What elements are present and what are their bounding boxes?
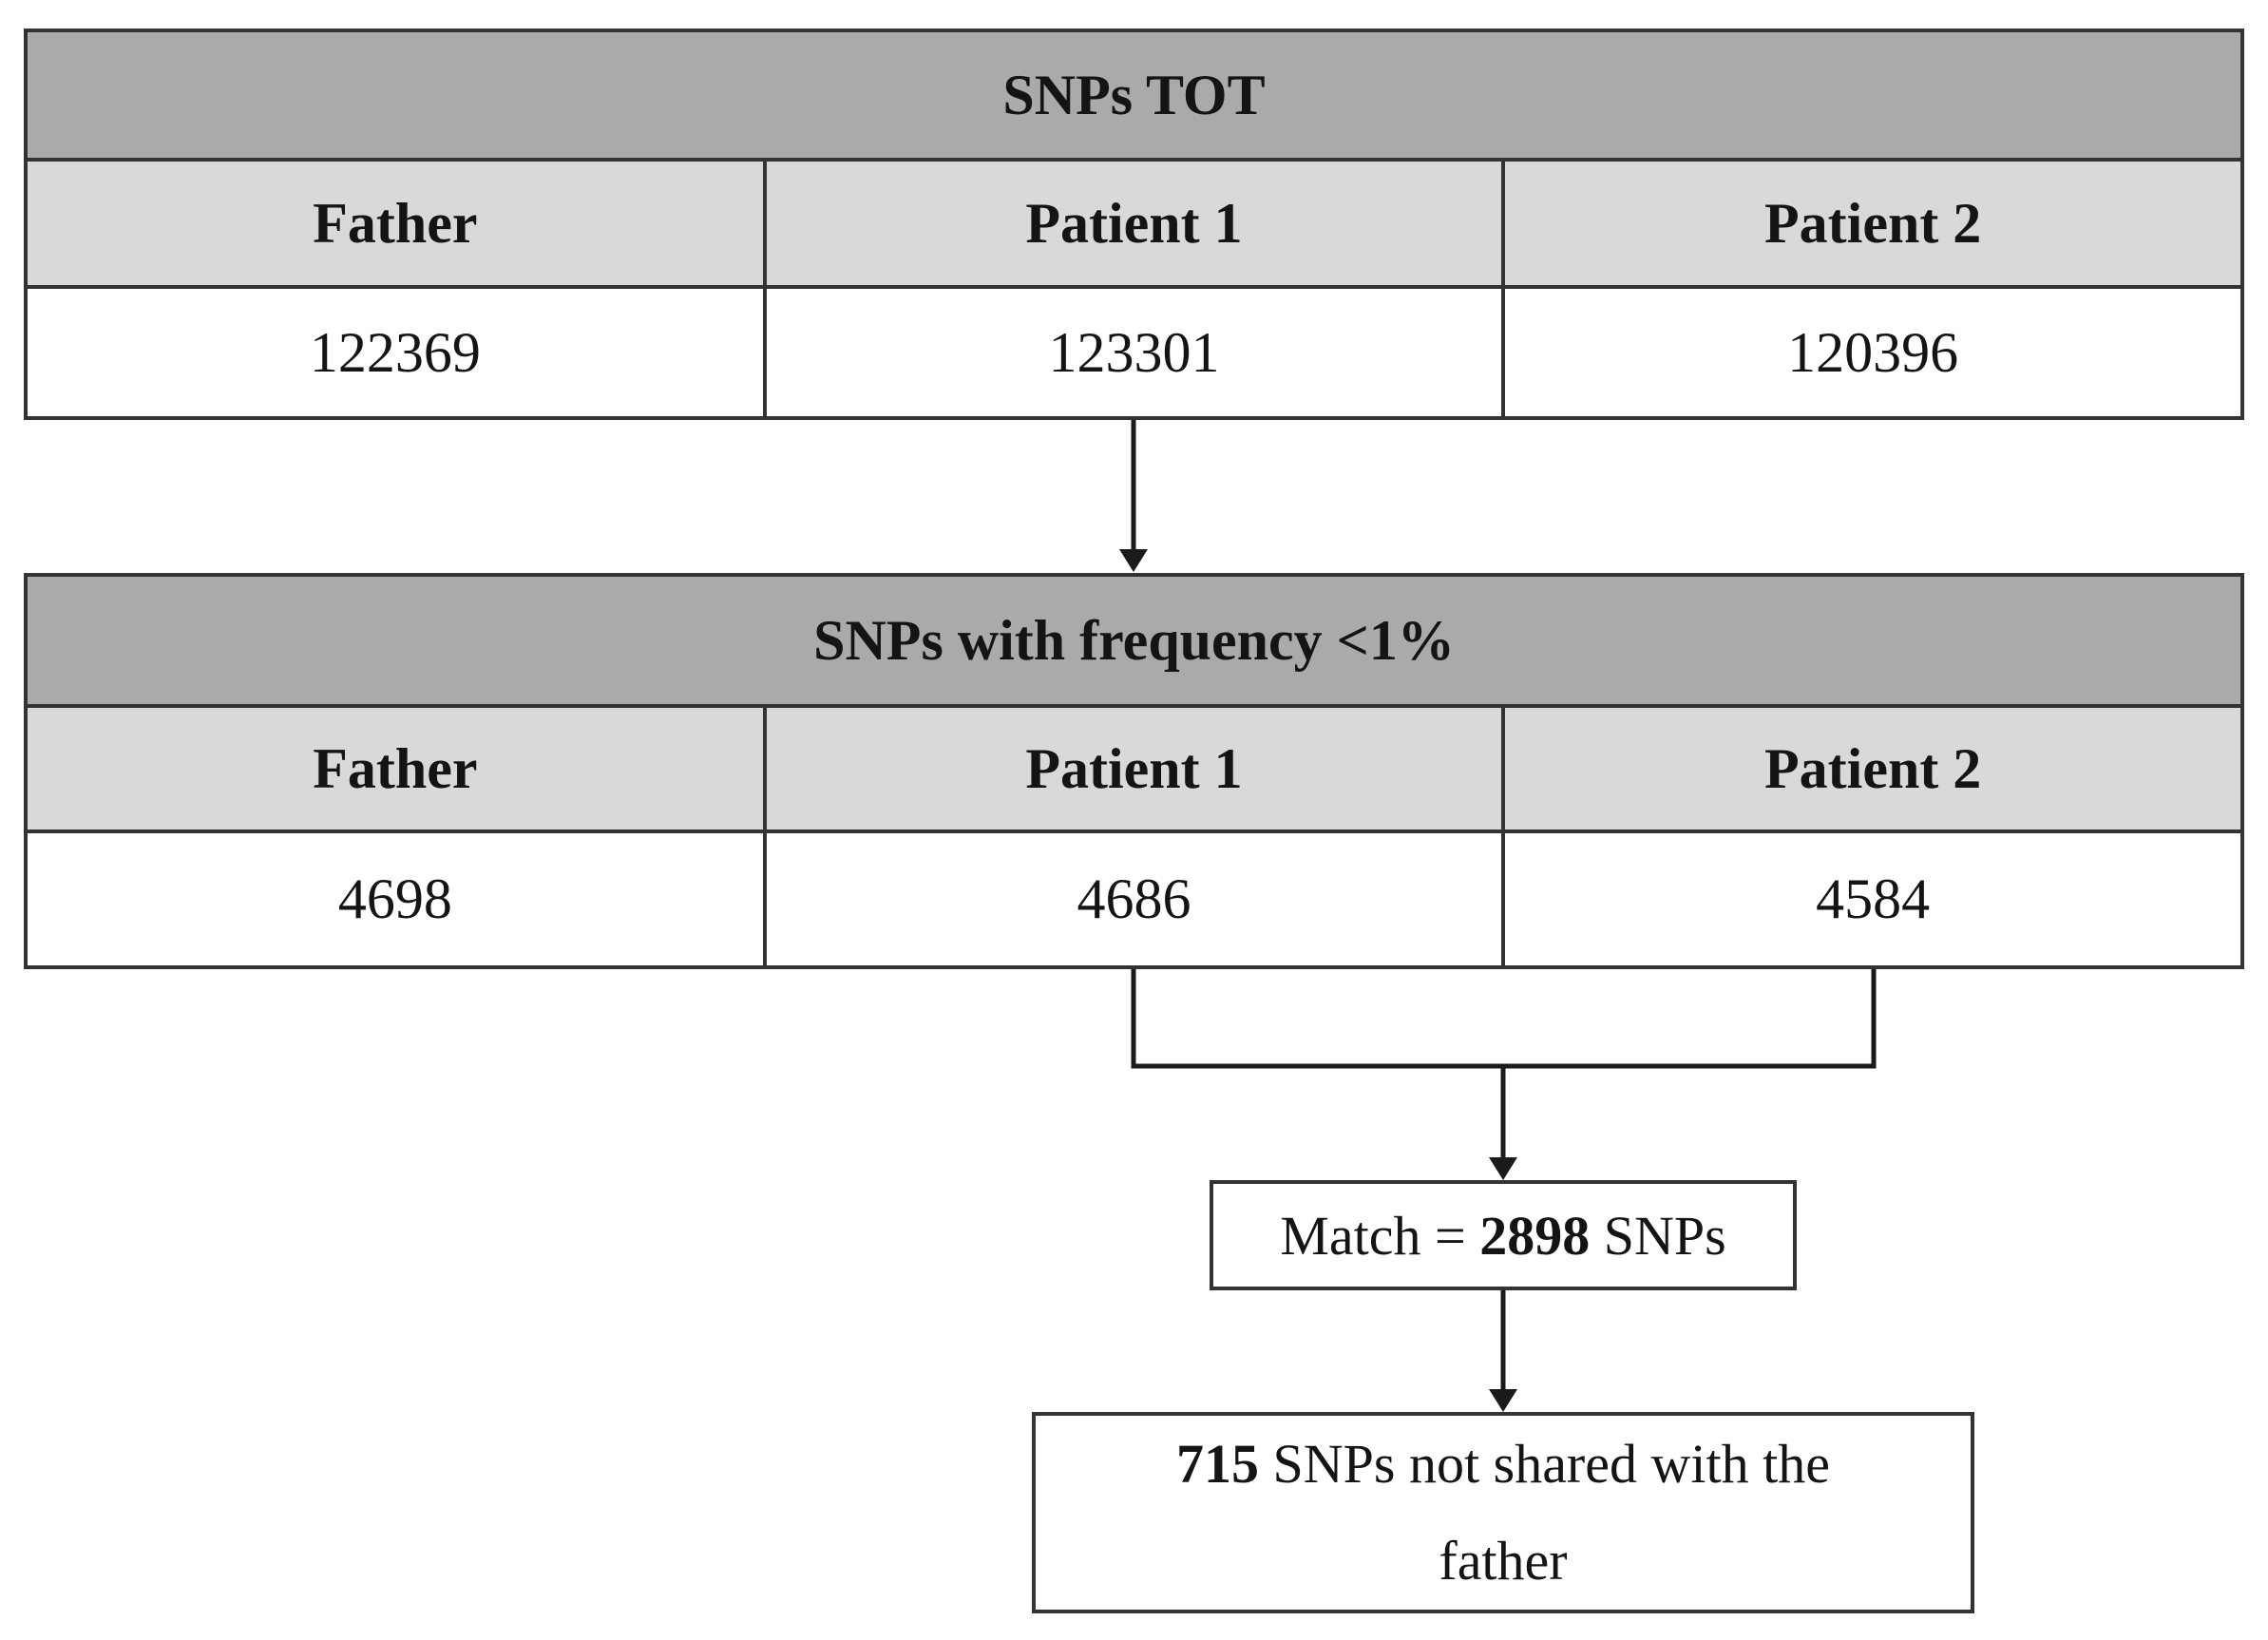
merge-arrow-head-icon [1489, 1157, 1517, 1180]
value-father-total: 122369 [28, 289, 763, 416]
match-count: 2898 [1479, 1204, 1591, 1267]
snps-low-frequency-table: SNPs with frequency <1% Father Patient 1… [24, 573, 2244, 969]
match-box-text: Match = 2898 SNPs [1280, 1204, 1725, 1268]
column-header-patient-2: Patient 2 [1505, 162, 2240, 285]
value-patient-1-total: 123301 [766, 289, 1502, 416]
column-header-father: Father [28, 708, 763, 830]
value-patient-1-low-freq: 4686 [766, 833, 1502, 965]
snps-low-frequency-table-title: SNPs with frequency <1% [28, 577, 2240, 704]
result-box-line-2: father [1439, 1530, 1568, 1592]
result-count: 715 [1176, 1433, 1260, 1495]
result-text: SNPs not shared with the [1259, 1433, 1830, 1495]
column-header-patient-1: Patient 1 [766, 162, 1502, 285]
snps-tot-table: SNPs TOT Father Patient 1 Patient 2 1223… [24, 29, 2244, 420]
value-father-low-freq: 4698 [28, 833, 763, 965]
snps-tot-table-title: SNPs TOT [28, 32, 2240, 158]
match-unit: SNPs [1590, 1204, 1726, 1267]
result-arrow-head-icon [1489, 1389, 1517, 1412]
merge-bracket [1131, 969, 1877, 1069]
value-patient-2-low-freq: 4584 [1505, 833, 2240, 965]
result-box: 715 SNPs not shared with the father [1032, 1412, 1974, 1613]
match-label: Match = [1280, 1204, 1480, 1267]
column-header-patient-1: Patient 1 [766, 708, 1502, 830]
column-header-patient-2: Patient 2 [1505, 708, 2240, 830]
flow-arrow-top-head-icon [1119, 549, 1148, 572]
value-patient-2-total: 120396 [1505, 289, 2240, 416]
match-box: Match = 2898 SNPs [1210, 1180, 1797, 1290]
result-box-line-1: 715 SNPs not shared with the [1176, 1416, 1830, 1513]
column-header-father: Father [28, 162, 763, 285]
